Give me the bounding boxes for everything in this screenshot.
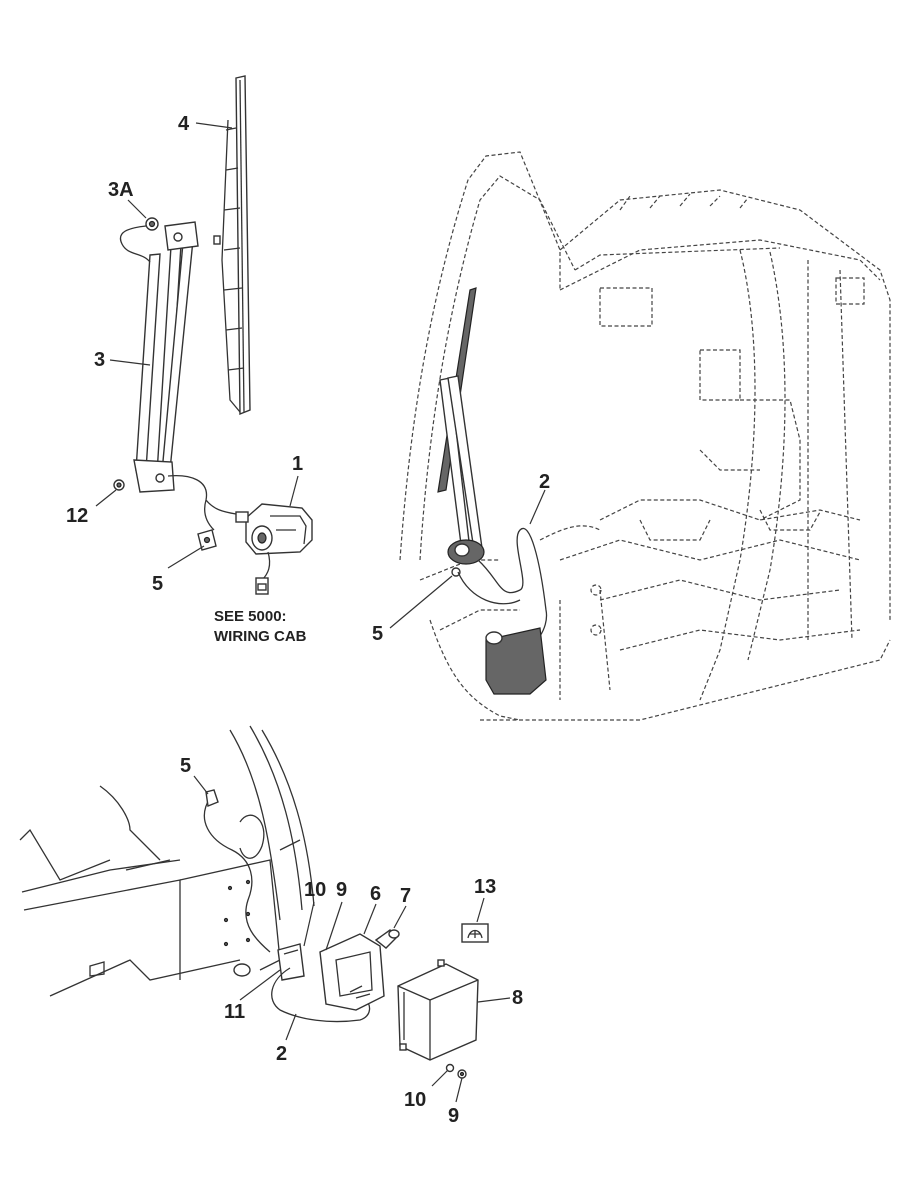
callout-6: 6: [370, 883, 381, 905]
callout-5-cab: 5: [372, 623, 383, 645]
cab-outline: [399, 151, 891, 721]
wiper-pivot-3a: [119, 217, 159, 263]
installed-hose: [457, 527, 548, 637]
washer-hose-2: [271, 967, 371, 1023]
callout-12: 12: [66, 505, 88, 527]
screw-9-hardware: [457, 1069, 467, 1079]
wiper-harness: [167, 474, 237, 551]
callout-2-cab: 2: [539, 471, 550, 493]
callout-2-bottom: 2: [276, 1043, 287, 1065]
bottle-cap-7: [374, 929, 400, 949]
callout-13: 13: [474, 876, 496, 898]
callout-3: 3: [94, 349, 105, 371]
callout-9-hardware: 9: [448, 1105, 459, 1127]
callout-10-bottom: 10: [304, 879, 326, 901]
nut-12: [113, 479, 125, 491]
washer-decal-icon: [461, 923, 489, 943]
installed-washer-bottle: [485, 627, 547, 695]
see-note-line1: SEE 5000:: [214, 608, 287, 625]
callout-10-hardware: 10: [404, 1089, 426, 1111]
callout-8: 8: [512, 987, 523, 1009]
callout-11: 11: [224, 1001, 245, 1023]
wiper-blade: [213, 75, 251, 416]
callout-4: 4: [178, 113, 190, 135]
callout-5-top: 5: [152, 573, 163, 595]
machine-frame: [19, 725, 315, 997]
box-cover-8: [397, 959, 479, 1061]
washer-bottle-6: [319, 933, 385, 1011]
washer-harness: [203, 789, 271, 953]
washer-10-hardware: [445, 1063, 455, 1073]
installed-wiper-blade: [437, 287, 483, 553]
see-note-line2: WIRING CAB: [214, 628, 307, 645]
callout-5-bottom: 5: [180, 755, 191, 777]
callout-3a: 3A: [108, 179, 134, 201]
wiper-arm: [133, 221, 199, 493]
installed-wiper-motor: [447, 539, 485, 577]
callout-1: 1: [292, 453, 303, 475]
wiper-motor: [235, 503, 313, 595]
callout-9-bottom: 9: [336, 879, 347, 901]
callout-7: 7: [400, 885, 411, 907]
